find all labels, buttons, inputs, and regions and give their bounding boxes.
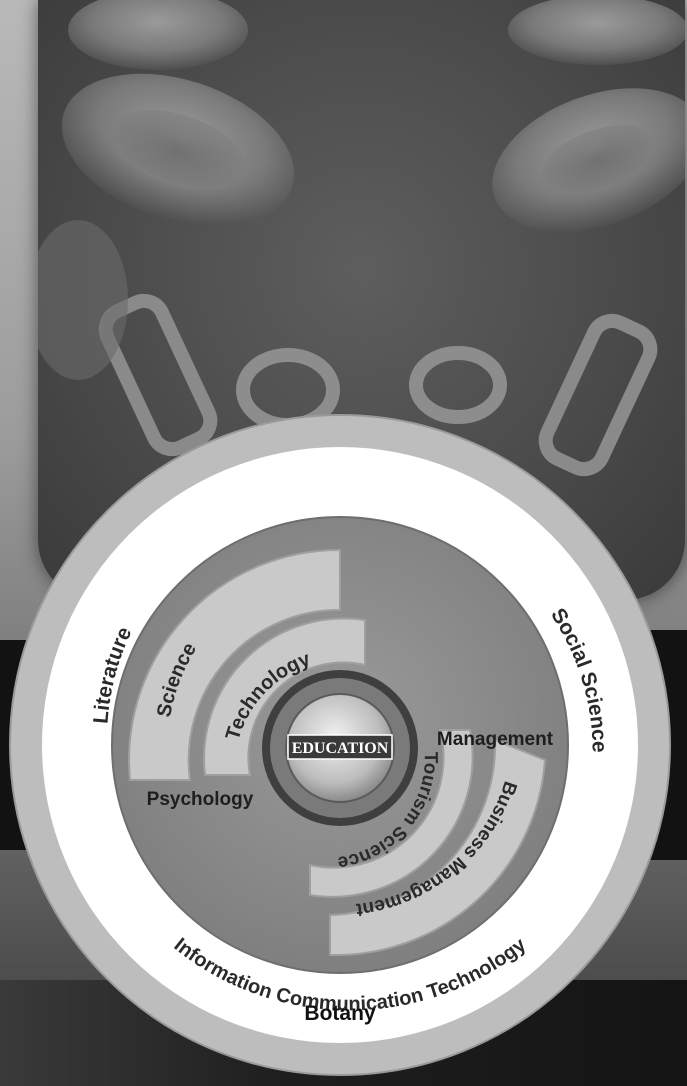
label-education[interactable]: EDUCATION (292, 740, 389, 757)
label-management: Management (437, 729, 554, 750)
label-psychology: Psychology (147, 789, 254, 810)
label-botany: Botany (304, 1002, 375, 1025)
